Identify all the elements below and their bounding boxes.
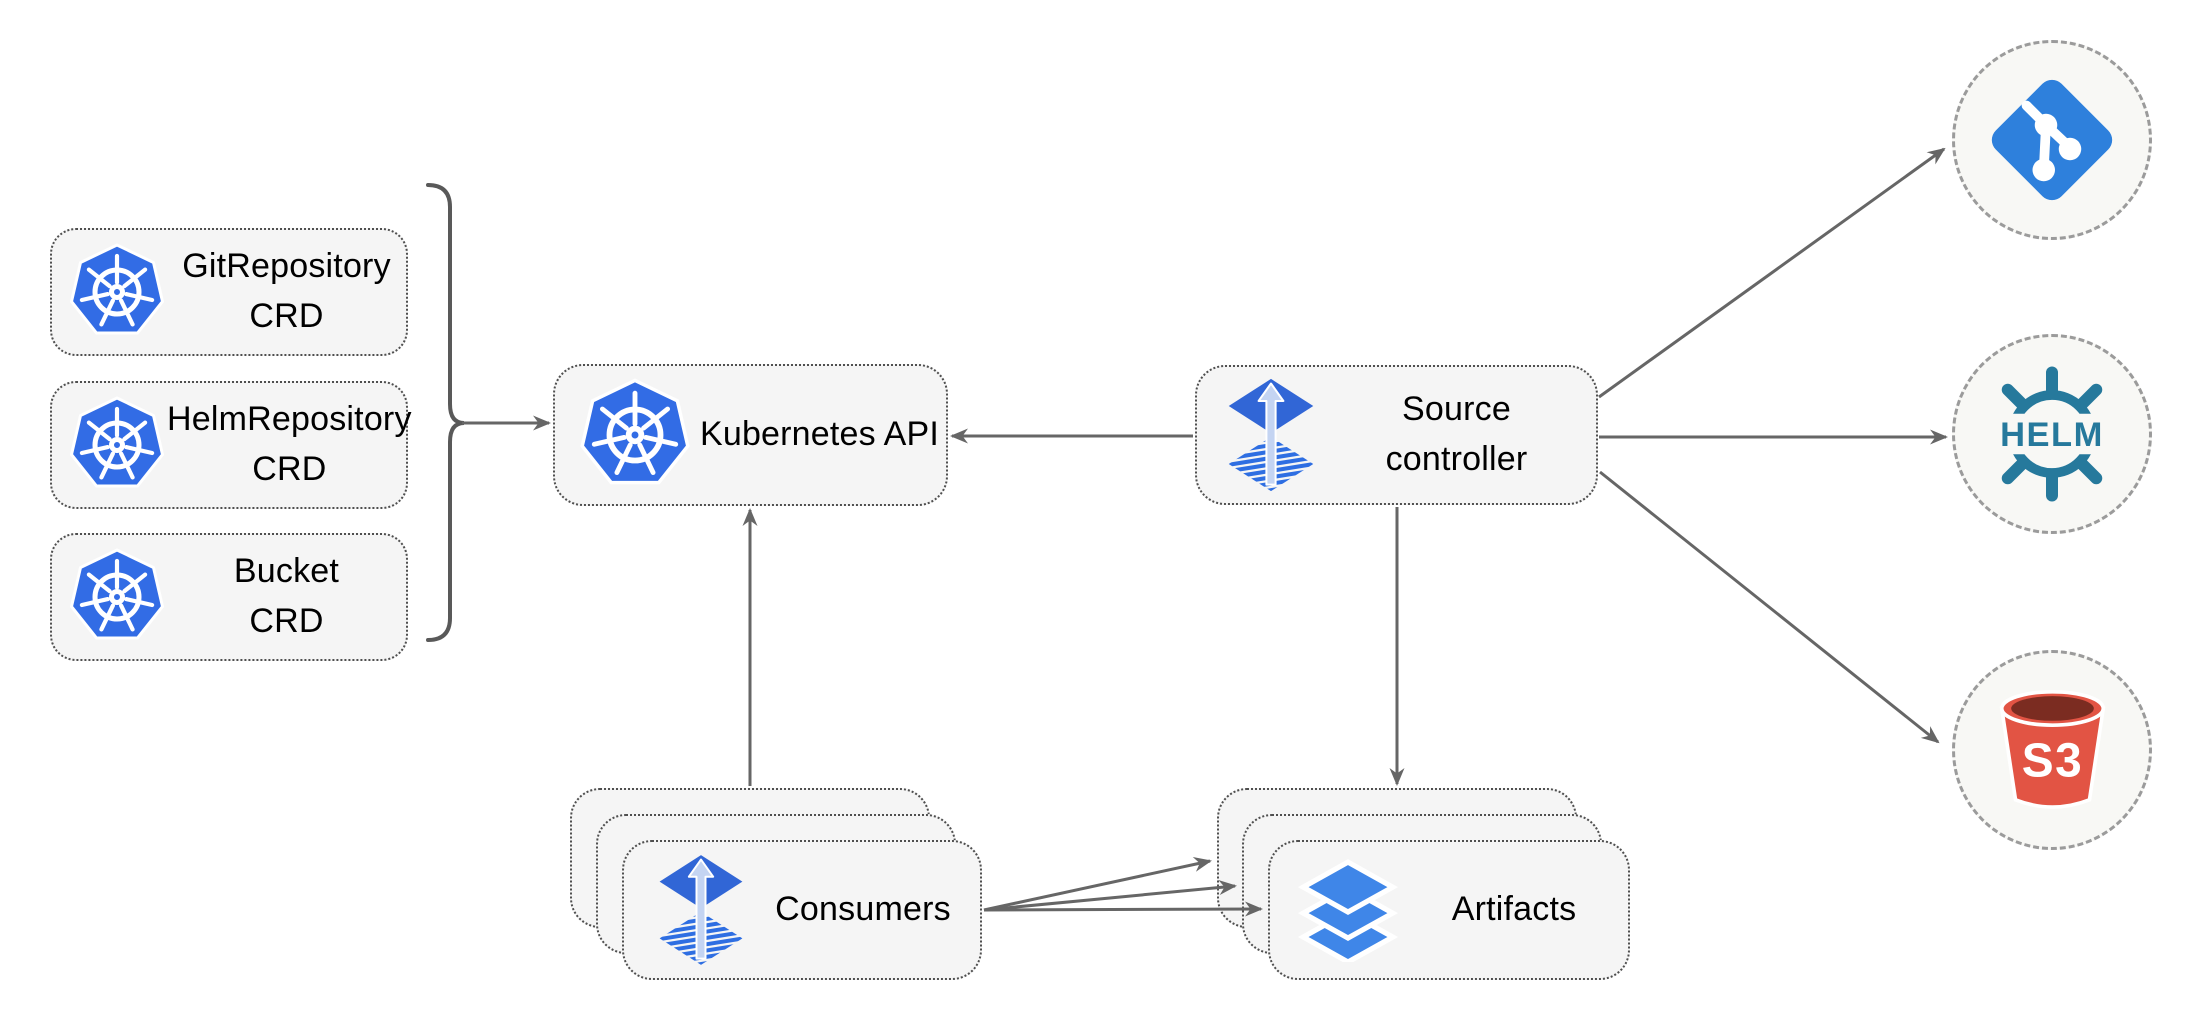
git-icon bbox=[1977, 65, 2127, 215]
edge-source-controller-to-git bbox=[1598, 147, 1946, 399]
edge-consumers-to-artifacts-back bbox=[983, 857, 1212, 912]
kubernetes-icon bbox=[577, 377, 693, 493]
node-git-source[interactable] bbox=[1952, 40, 2152, 240]
edge-consumers-to-artifacts-middle bbox=[983, 880, 1237, 912]
kubernetes-icon bbox=[67, 547, 167, 647]
node-kubernetes-api[interactable]: Kubernetes API bbox=[553, 364, 948, 506]
node-gitrepository-crd[interactable]: GitRepository CRD bbox=[50, 228, 408, 356]
node-label: Bucket CRD bbox=[233, 552, 340, 640]
node-artifacts[interactable]: Artifacts bbox=[1268, 840, 1630, 980]
node-label: GitRepository CRD bbox=[182, 247, 391, 335]
node-consumers[interactable]: Consumers bbox=[622, 840, 982, 980]
kubernetes-icon bbox=[67, 395, 167, 495]
flux-icon bbox=[656, 854, 746, 966]
kubernetes-icon bbox=[67, 242, 167, 342]
s3-bucket-icon: S3 bbox=[1980, 678, 2125, 823]
node-label: Source controller bbox=[1385, 390, 1528, 478]
node-bucket-crd[interactable]: Bucket CRD bbox=[50, 533, 408, 661]
flux-icon bbox=[1225, 378, 1317, 492]
crd-group-bracket bbox=[426, 183, 465, 642]
node-label: Consumers bbox=[775, 890, 951, 929]
node-source-controller[interactable]: Source controller bbox=[1195, 365, 1598, 505]
edge-source-controller-to-s3 bbox=[1599, 470, 1940, 744]
helm-logo-text: HELM bbox=[2000, 416, 2104, 454]
node-helm-source[interactable]: HELM bbox=[1952, 334, 2152, 534]
node-label: Artifacts bbox=[1451, 890, 1577, 929]
node-helmrepository-crd[interactable]: HelmRepository CRD bbox=[50, 381, 411, 509]
node-s3-source[interactable]: S3 bbox=[1952, 650, 2152, 850]
layers-icon bbox=[1296, 858, 1400, 962]
s3-logo-text: S3 bbox=[2021, 734, 2082, 787]
helm-icon: HELM bbox=[1977, 359, 2127, 509]
node-label: Kubernetes API bbox=[699, 415, 940, 454]
node-label: HelmRepository CRD bbox=[167, 400, 412, 488]
